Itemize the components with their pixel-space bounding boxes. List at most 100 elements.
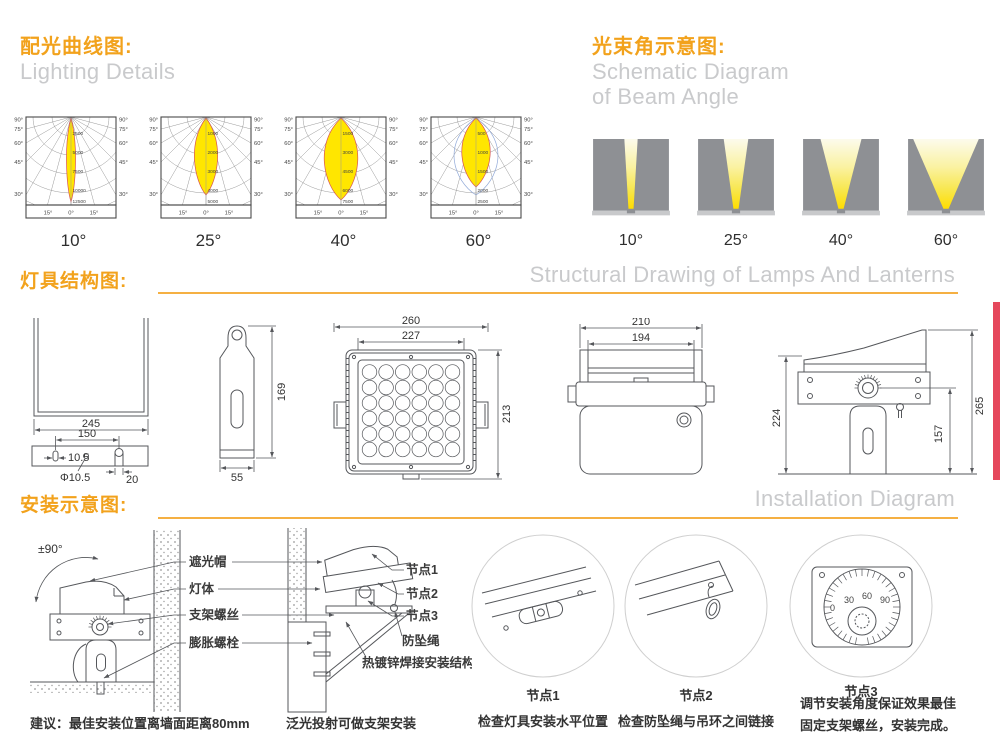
install-title-zh: 安装示意图: [20, 495, 128, 516]
svg-text:1000: 1000 [478, 150, 489, 156]
svg-text:15°: 15° [90, 211, 99, 217]
polar-chart-60-label: 60° [465, 231, 492, 250]
structure-underline [158, 292, 958, 294]
svg-text:15°: 15° [44, 211, 53, 217]
svg-text:5000: 5000 [73, 150, 84, 156]
svg-text:30°: 30° [284, 192, 293, 198]
beam-diagram-60-label: 60° [933, 232, 959, 249]
lighting-title-zh: 配光曲线图: [20, 36, 133, 58]
detail-1-caption: 检查灯具安装水平位置 [477, 714, 608, 729]
beam-diagram-40-label: 40° [828, 232, 854, 249]
dim-55: 55 [231, 472, 243, 482]
detail-2-caption: 检查防坠绳与吊环之间链接 [617, 714, 774, 729]
polar-chart-25-label: 25° [195, 231, 222, 250]
yoke-outline [31, 318, 149, 467]
bracket-structure [313, 589, 413, 683]
svg-text:75°: 75° [524, 127, 533, 133]
polar-chart-10-label: 10° [60, 231, 87, 250]
beam-diagram-25: 25° [697, 139, 775, 250]
svg-text:30°: 30° [389, 192, 398, 198]
dial-ticks-f [88, 615, 112, 628]
drawing-yoke-front: 245 150 10.5 Φ10.5 20 [22, 318, 162, 489]
beam-title-en-1: Schematic Diagram [592, 59, 790, 84]
svg-text:75°: 75° [389, 127, 398, 133]
svg-text:45°: 45° [119, 160, 128, 166]
svg-text:75°: 75° [14, 127, 23, 133]
svg-text:0°: 0° [473, 211, 479, 217]
polar-chart-40-label: 40° [330, 231, 357, 250]
front-body [333, 349, 489, 480]
svg-text:7500: 7500 [73, 169, 84, 175]
dim-157: 157 [933, 425, 945, 443]
install-title-en: Installation Diagram [754, 486, 955, 511]
beam-diagram-10-label: 10° [618, 232, 644, 249]
svg-text:3000: 3000 [343, 150, 354, 156]
svg-text:60°: 60° [254, 141, 263, 147]
level-check-drawing [481, 566, 597, 631]
svg-text:60°: 60° [119, 141, 128, 147]
svg-text:60°: 60° [149, 141, 158, 147]
wall-column [287, 528, 327, 713]
svg-text:2500: 2500 [73, 131, 84, 137]
svg-text:60°: 60° [284, 141, 293, 147]
svg-text:90°: 90° [14, 118, 23, 124]
svg-text:30°: 30° [149, 192, 158, 198]
drawing-mount-plate: 169 55 [192, 320, 292, 487]
svg-text:75°: 75° [254, 127, 263, 133]
svg-text:45°: 45° [419, 160, 428, 166]
svg-text:1500: 1500 [478, 169, 489, 175]
beam-section-header: 光束角示意图: Schematic Diagram of Beam Angle [592, 30, 789, 109]
svg-text:45°: 45° [254, 160, 263, 166]
label-node-3: 节点3 [406, 608, 438, 623]
floodlight-side [49, 580, 151, 695]
label-expansion-bolt: 膨胀螺栓 [188, 635, 240, 650]
side-body [778, 329, 977, 475]
svg-text:6000: 6000 [343, 188, 354, 194]
dim-20: 20 [126, 474, 138, 484]
svg-text:60°: 60° [14, 141, 23, 147]
svg-text:2500: 2500 [478, 199, 489, 205]
label-weld-structure: 热镀锌焊接安装结构 [362, 655, 472, 670]
dim-260: 260 [402, 316, 420, 327]
angle-dial-drawing [811, 566, 913, 648]
dial-number-0: 0 [830, 603, 835, 613]
lighting-section-header: 配光曲线图: Lighting Details [20, 30, 175, 84]
bracket-mount-caption: 泛光投射可做支架安装 [286, 716, 417, 731]
beam-diagrams-row: 10° 25° 40° 60° [592, 139, 985, 250]
svg-text:15°: 15° [360, 211, 369, 217]
label-node-1: 节点1 [406, 562, 438, 577]
svg-text:0°: 0° [338, 211, 344, 217]
svg-text:45°: 45° [524, 160, 533, 166]
wall-section [153, 530, 181, 712]
beam-title-en-2: of Beam Angle [592, 84, 739, 109]
dim-265: 265 [974, 397, 986, 415]
svg-text:2000: 2000 [208, 150, 219, 156]
svg-text:90°: 90° [389, 118, 398, 124]
svg-text:30°: 30° [254, 192, 263, 198]
beam-diagram-10: 10° [592, 139, 670, 250]
detail-3-caption-line2: 固定支架螺丝，安装完成。 [800, 718, 957, 733]
svg-text:0°: 0° [68, 211, 74, 217]
detail-node-3: 0 30 60 90 [786, 531, 936, 688]
svg-text:45°: 45° [389, 160, 398, 166]
svg-text:30°: 30° [524, 192, 533, 198]
safety-rope [391, 579, 397, 605]
svg-text:60°: 60° [524, 141, 533, 147]
detail-1-title: 节点1 [526, 688, 560, 703]
label-lamp-body: 灯体 [189, 581, 215, 596]
drawing-rear-view: 210 194 [566, 316, 716, 485]
dim-10-5: 10.5 [68, 452, 89, 464]
rear-body [567, 349, 715, 475]
svg-text:90°: 90° [119, 118, 128, 124]
svg-text:60°: 60° [389, 141, 398, 147]
svg-text:15°: 15° [314, 211, 323, 217]
svg-text:15°: 15° [495, 211, 504, 217]
svg-text:60°: 60° [419, 141, 428, 147]
label-shade-cap: 遮光帽 [189, 554, 227, 569]
beam-diagram-25-label: 25° [723, 232, 749, 249]
structure-title-en: Structural Drawing of Lamps And Lanterns [529, 262, 955, 287]
svg-text:4000: 4000 [208, 188, 219, 194]
svg-text:30°: 30° [14, 192, 23, 198]
